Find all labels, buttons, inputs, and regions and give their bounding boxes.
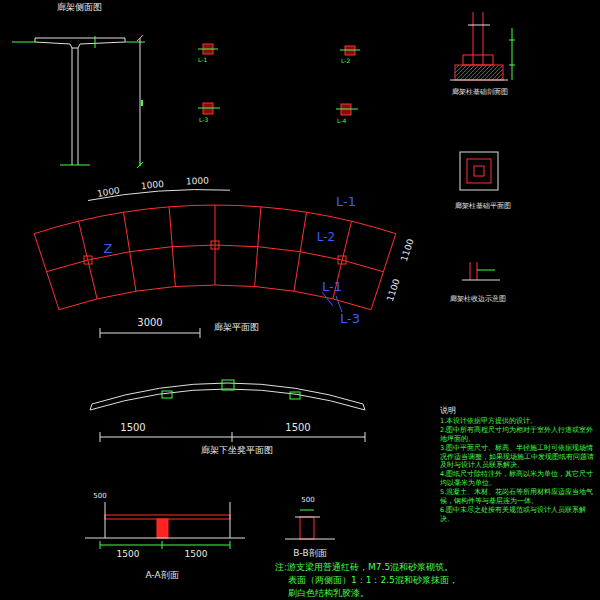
callout-tag: L-1: [336, 195, 356, 210]
dimension: 1500: [185, 549, 208, 559]
view-title: 廊架平面图: [214, 322, 259, 332]
view-title: 廊架柱基础平面图: [455, 202, 511, 210]
dimension: 1500: [117, 549, 140, 559]
dimension: 1100: [385, 278, 402, 303]
foundation-section: [450, 12, 515, 80]
dimension: 1500: [285, 422, 310, 434]
note-line: 刷白色结构乳胶漆。: [288, 588, 369, 598]
dimension: 1100: [399, 238, 416, 263]
detail-tag: L-4: [337, 118, 346, 125]
dimension: 1500: [120, 422, 145, 434]
note-item: 1.本设计依据甲方提供的设计。: [440, 417, 596, 425]
beam-details: [198, 44, 360, 115]
side-elevation: [12, 35, 145, 168]
column-edge-detail: [462, 262, 500, 280]
section-b-b: [285, 510, 335, 539]
note-item: 5.混凝土、木材、花岗石等所用材料应适应当地气候，钢构件等与基层连为一体。: [440, 488, 596, 505]
note-item: 6.图中未尽之处按有关规范或与设计人员联系解决。: [440, 506, 596, 523]
view-title: 廊架下坐凳平面图: [201, 445, 273, 455]
callout-tag: Z: [104, 242, 113, 257]
bench-plan: [90, 380, 365, 442]
dimension: 1000: [185, 175, 208, 186]
detail-tag: L-2: [341, 58, 350, 65]
detail-tag: L-1: [198, 57, 207, 64]
note-item: 4.图纸尺寸除特注外，标高以米为单位，其它尺寸均以毫米为单位。: [440, 470, 596, 487]
callout-tag: L-1: [322, 280, 342, 295]
note-item: 3.图中平面尺寸、标高、半径施工时可依据现场情况作适当调整，如果现场施工中发现图…: [440, 444, 596, 469]
dimension: 1000: [140, 179, 164, 192]
view-title: 廊架柱基础剖面图: [452, 88, 508, 96]
note-line: 表面（两侧面）1：1：2.5混和砂浆抹面，: [288, 575, 458, 585]
view-title: 廊架侧面图: [57, 2, 102, 12]
detail-tag: L-3: [199, 117, 208, 124]
dimension: 500: [301, 496, 314, 504]
view-title: 廊架柱收边示意图: [450, 295, 506, 303]
note-item: 2.图中所有高程尺寸均为相对于室外人行道或室外地坪面的。: [440, 426, 596, 443]
notes-heading: 说明: [440, 406, 596, 416]
note-line: 注:游支梁用普通红砖，M7.5混和砂浆砌筑。: [275, 562, 453, 572]
view-title: A-A剖面: [145, 570, 178, 580]
callout-tag: L-2: [317, 231, 335, 245]
callout-tag: L-3: [340, 312, 360, 327]
section-a-a: [85, 502, 245, 549]
foundation-plan: [460, 152, 498, 190]
dimension: 500: [93, 492, 106, 500]
dimension: 3000: [137, 317, 162, 329]
notes-panel: 说明1.本设计依据甲方提供的设计。2.图中所有高程尺寸均为相对于室外人行道或室外…: [440, 406, 596, 524]
view-title: B-B剖面: [293, 548, 326, 558]
dimension: 1000: [96, 185, 120, 199]
pergola-plan: [34, 190, 396, 338]
